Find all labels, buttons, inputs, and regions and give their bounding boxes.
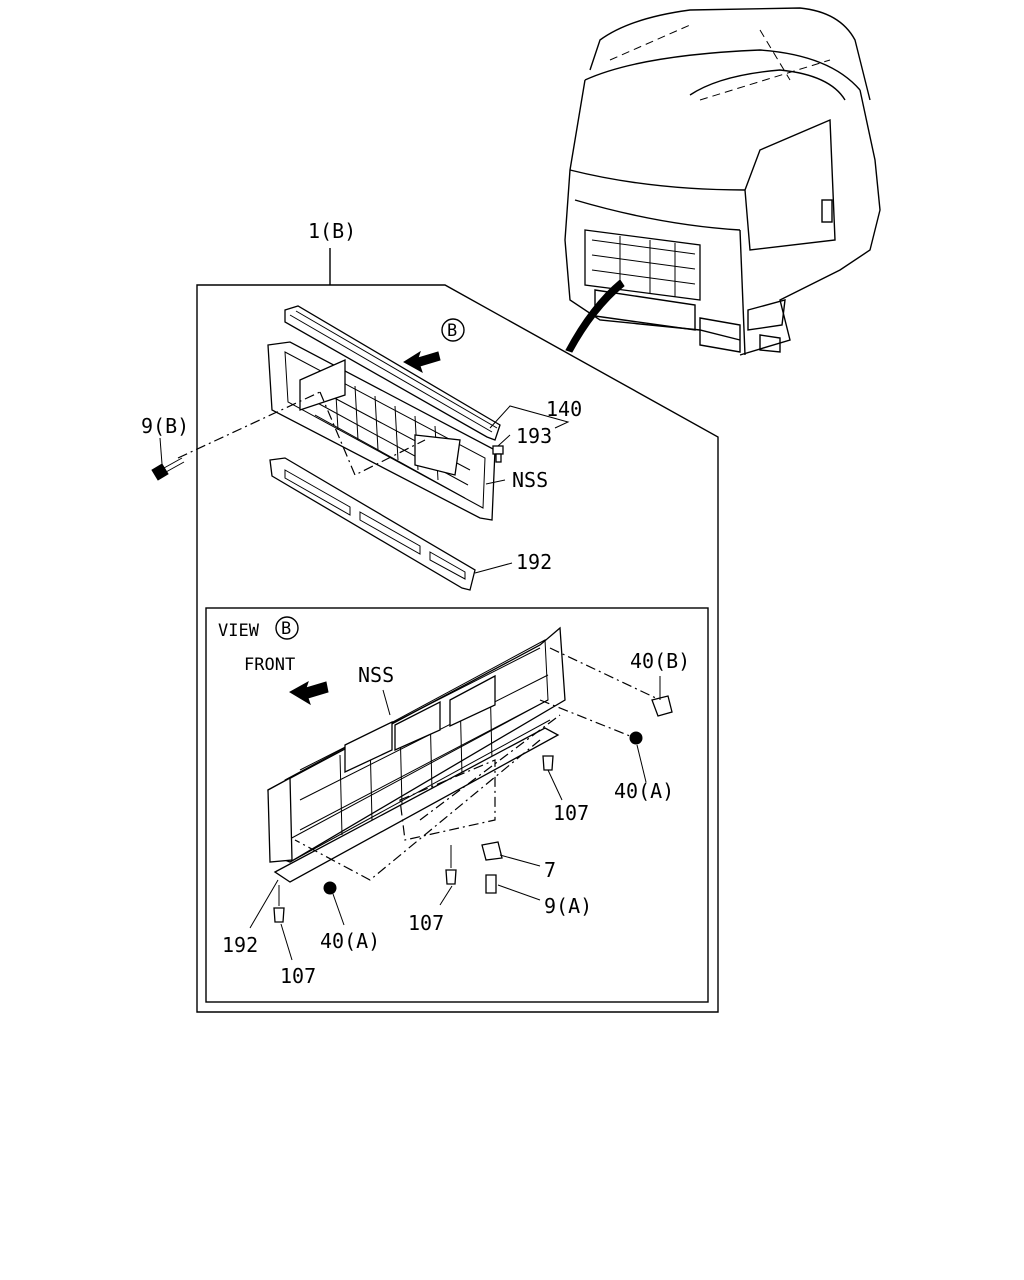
screw-icon [439, 845, 457, 906]
clip-icon [481, 841, 541, 867]
view-b-inset [205, 607, 709, 1003]
label-part-9b: 9(B) [141, 414, 189, 438]
label-part-107-right: 107 [553, 801, 589, 825]
label-part-193: 193 [516, 424, 552, 448]
label-part-40a-right: 40(A) [614, 779, 674, 803]
label-nss-top: NSS [512, 468, 548, 492]
label-front: FRONT [244, 655, 295, 675]
screw-icon [273, 885, 293, 961]
label-part-192-top: 192 [516, 550, 552, 574]
label-nss-view: NSS [358, 663, 394, 687]
label-part-40a-left: 40(A) [320, 929, 380, 953]
label-view-title: VIEW [218, 621, 260, 641]
clip-icon [651, 676, 673, 717]
truck-cab-illustration [564, 7, 881, 356]
nut-icon [629, 731, 647, 783]
arrow-left-icon [289, 680, 329, 706]
assembly-frame [196, 248, 719, 1013]
label-part-9a: 9(A) [544, 894, 592, 918]
top-exploded-view [151, 305, 570, 591]
arrow-left-icon [403, 350, 441, 374]
label-part-107-left: 107 [280, 964, 316, 988]
screw-icon [485, 874, 541, 901]
label-part-7: 7 [544, 858, 556, 882]
nut-icon [323, 881, 345, 926]
label-assembly-1b: 1(B) [308, 219, 356, 243]
clip-icon [492, 445, 504, 463]
screw-icon [151, 437, 185, 481]
label-part-192-view: 192 [222, 933, 258, 957]
label-part-40b: 40(B) [630, 649, 690, 673]
label-view-title-marker: B [281, 619, 291, 639]
label-part-107-mid: 107 [408, 911, 444, 935]
screw-icon [542, 755, 563, 801]
label-part-140: 140 [546, 397, 582, 421]
label-view-marker: B [447, 321, 457, 341]
